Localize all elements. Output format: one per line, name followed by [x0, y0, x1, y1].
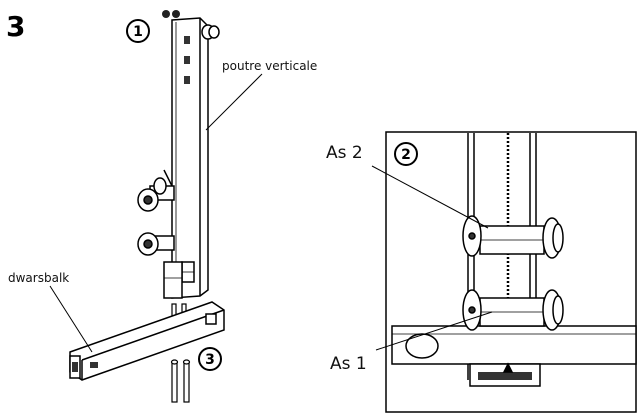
step-number: 3 — [6, 10, 25, 43]
vertical-beam — [163, 17, 209, 299]
crossbar-leader — [49, 285, 93, 353]
crossbar — [69, 301, 225, 381]
top-knob — [201, 24, 220, 40]
axle-1-label: As 1 — [330, 354, 367, 374]
roller-lower — [137, 232, 175, 256]
axle-1-leader — [375, 311, 493, 351]
axle-2-leader — [371, 165, 489, 229]
callout-3: 3 — [198, 347, 222, 371]
pins — [170, 359, 191, 403]
callout-1: 1 — [126, 19, 150, 43]
vertical-beam-leader — [205, 73, 263, 131]
axle-2-label: As 2 — [326, 143, 363, 163]
callout-2: 2 — [394, 142, 418, 166]
crossbar-label: dwarsbalk — [8, 271, 69, 285]
top-bolts — [162, 10, 180, 18]
svg-text:3: 3 — [205, 352, 215, 368]
roller-upper — [137, 169, 175, 212]
vertical-beam-label: poutre verticale — [222, 59, 317, 73]
svg-text:2: 2 — [401, 147, 411, 163]
detail-assembly — [391, 133, 637, 387]
svg-text:1: 1 — [133, 24, 143, 40]
